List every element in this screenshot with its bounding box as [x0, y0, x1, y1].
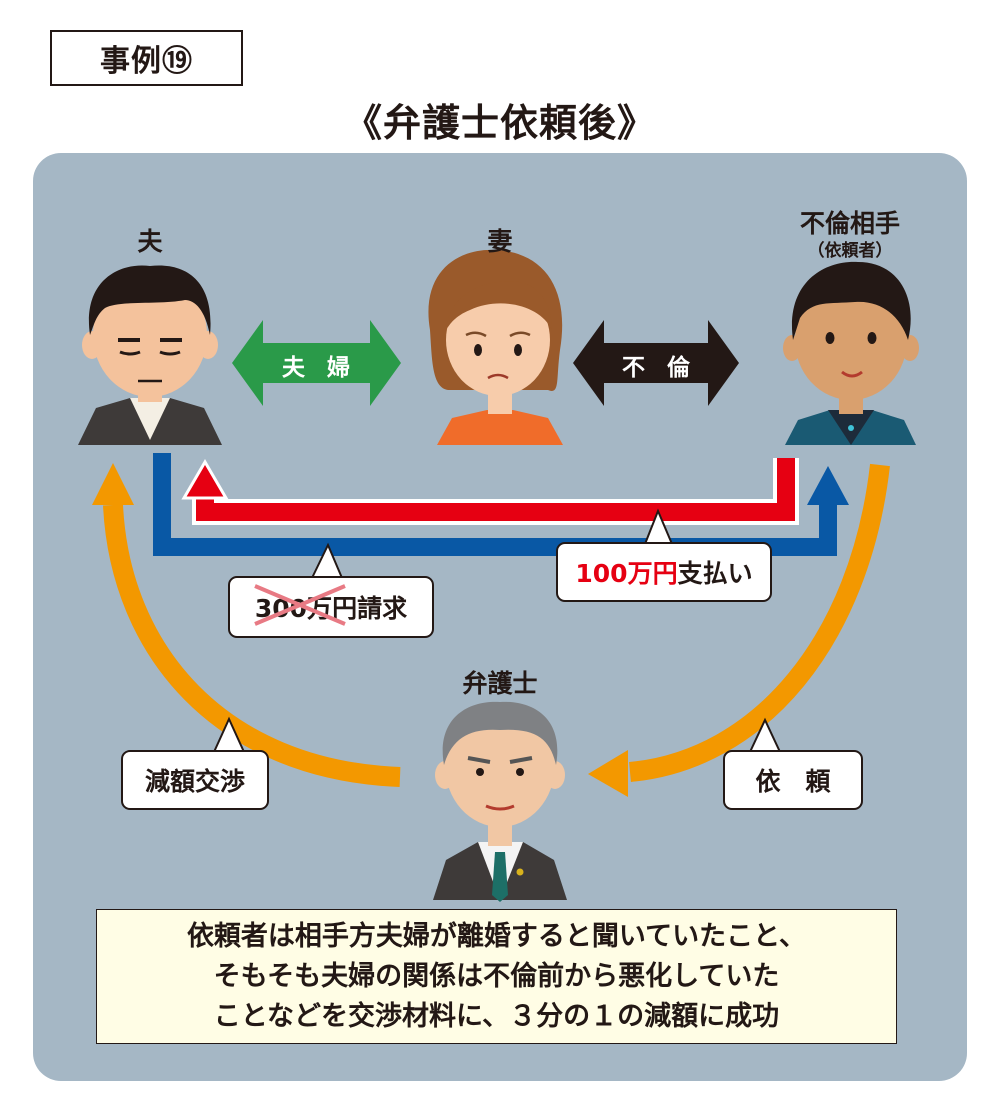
claim-arrow — [153, 453, 849, 556]
lawyer-label: 弁護士 — [462, 669, 538, 698]
summary-box: 依頼者は相手方夫婦が離婚すると聞いていたこと、 そもそも夫婦の関係は不倫前から悪… — [96, 909, 897, 1044]
lawyer-figure — [433, 701, 567, 902]
page-title: 《弁護士依頼後》 — [343, 101, 656, 145]
payment-arrow — [181, 458, 799, 525]
wife-label: 妻 — [487, 227, 513, 256]
strikeout-cross-icon — [254, 584, 346, 626]
client-label: （依頼者） — [807, 241, 893, 261]
claim-callout: 300万円請求 — [228, 576, 434, 638]
claim-amount: 300万円 — [254, 584, 357, 626]
request-callout: 依 頼 — [723, 750, 863, 810]
affair-arrow — [573, 320, 739, 406]
payment-callout: 100万円支払い — [556, 542, 772, 602]
payment-suffix: 支払い — [677, 559, 753, 588]
summary-line-1: 依頼者は相手方夫婦が離婚すると聞いていたこと、 — [186, 920, 807, 952]
summary-line-3: ことなどを交渉材料に、３分の１の減額に成功 — [213, 1000, 780, 1032]
husband-label: 夫 — [137, 227, 163, 256]
marriage-arrow — [232, 320, 401, 406]
case-label: 事例⑲ — [50, 30, 243, 86]
wife-figure — [428, 249, 563, 445]
partner-label: 不倫相手 — [799, 209, 900, 238]
partner-figure — [783, 261, 919, 445]
claim-suffix: 請求 — [357, 594, 408, 623]
marriage-label: 夫婦 — [282, 355, 372, 381]
affair-label: 不倫 — [622, 355, 712, 381]
husband-figure — [78, 265, 222, 445]
lawyer-to-husband-arrow — [92, 463, 401, 787]
payment-amount: 100万円 — [575, 559, 678, 588]
negotiation-callout: 減額交渉 — [121, 750, 269, 810]
partner-to-lawyer-arrow — [588, 463, 890, 797]
summary-line-2: そもそも夫婦の関係は不倫前から悪化していた — [213, 960, 780, 992]
